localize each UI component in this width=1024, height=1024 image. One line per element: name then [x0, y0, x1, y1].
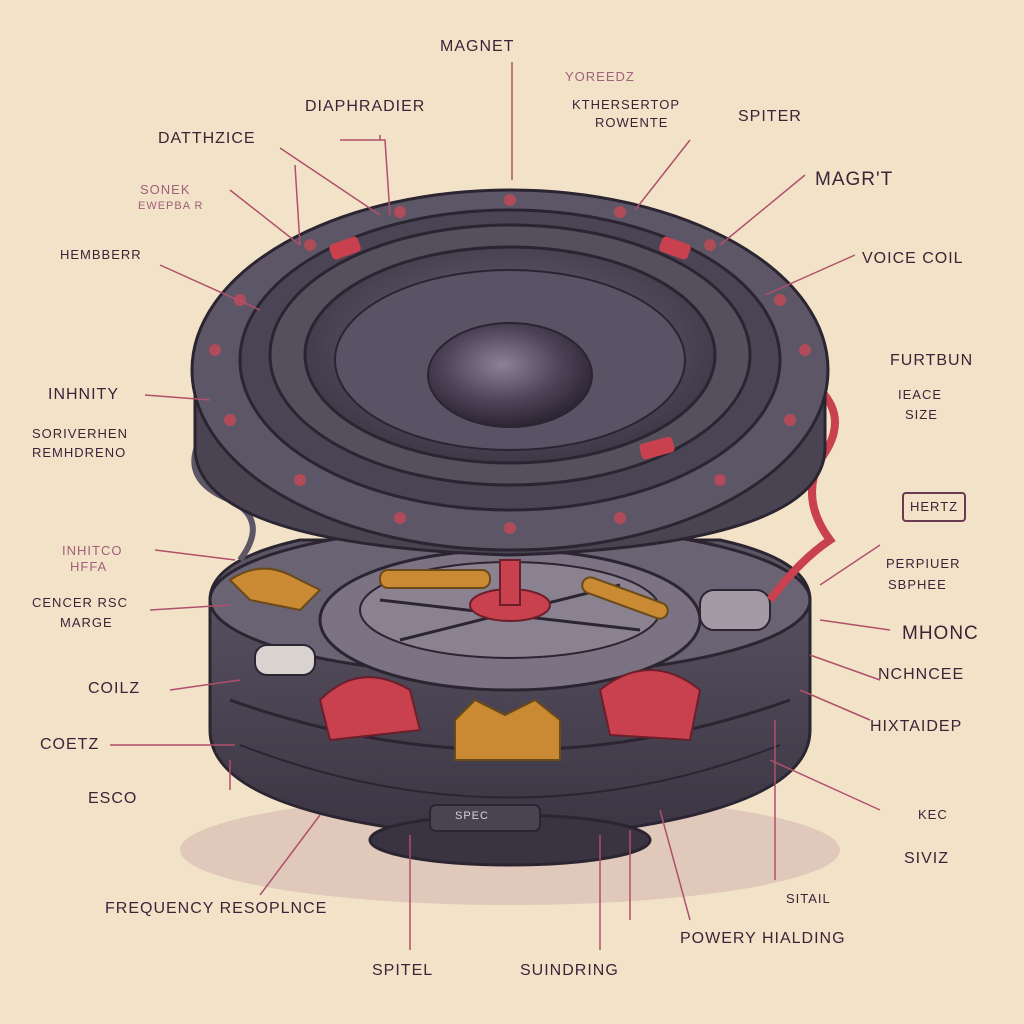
label-remhdreno: REMHDRENO [32, 445, 127, 460]
speaker-frame [190, 188, 830, 557]
label-hffa: HFFA [70, 559, 108, 574]
label-diaphradier: DIAPHRADIER [305, 98, 426, 115]
label-powery: POWERY HIALDING [680, 930, 846, 947]
label-ieace: IEACE [898, 387, 943, 402]
label-spiter: SPITER [738, 108, 802, 125]
label-sonek-sub: EWEPBA R [138, 200, 204, 212]
label-voice-coil: VOICE COIL [862, 250, 964, 267]
label-frequency: FREQUENCY RESOPLNCE [105, 900, 328, 917]
label-spitel: SPITEL [372, 962, 434, 979]
label-hertz: HERTZ [902, 492, 967, 523]
label-coilz: COILZ [88, 680, 141, 697]
label-hixtaidep: HIXTAIDEP [870, 718, 963, 735]
leader-lines [110, 62, 891, 950]
label-inhnity: INHNITY [48, 386, 119, 403]
label-datthzice: DATTHZICE [158, 130, 256, 147]
label-sorivernen: SORIVERHEN [32, 426, 128, 441]
label-perpiuer: PERPIUER [886, 556, 961, 571]
label-coetz: COETZ [40, 736, 100, 753]
badge-plate [429, 804, 541, 832]
label-yoreedz: YOREEDZ [565, 69, 635, 84]
label-rowente: ROWENTE [595, 115, 669, 130]
inner-mechanism [191, 387, 839, 761]
label-inhitco: INHITCO [62, 543, 123, 558]
label-hembberr: HEMBBERR [60, 247, 142, 262]
label-cenceriac: CENCER RSC [32, 595, 128, 610]
label-nchncee: NCHNCEE [878, 666, 965, 683]
label-mhonc: MHONC [902, 623, 979, 644]
label-stail: SITAIL [786, 891, 831, 906]
label-sonek: SONEK [140, 182, 191, 197]
label-magnet-top: MAGNET [440, 38, 515, 55]
label-sephee: SBPHEE [888, 577, 947, 592]
label-suindring: SUINDRING [520, 962, 619, 979]
label-size: SIZE [905, 407, 938, 422]
label-esco: ESCO [88, 790, 138, 807]
label-kthersertop: KTHERSERTOP [572, 97, 681, 112]
dust-dome [427, 322, 593, 428]
label-sivz: SIVIZ [904, 850, 950, 867]
badge-text: SPEC [455, 810, 489, 822]
label-magrt: MAGR'T [815, 169, 894, 190]
label-kec: KEC [918, 807, 948, 822]
label-furtbun: FURTBUN [890, 352, 974, 369]
label-marge: MARGE [60, 615, 113, 630]
